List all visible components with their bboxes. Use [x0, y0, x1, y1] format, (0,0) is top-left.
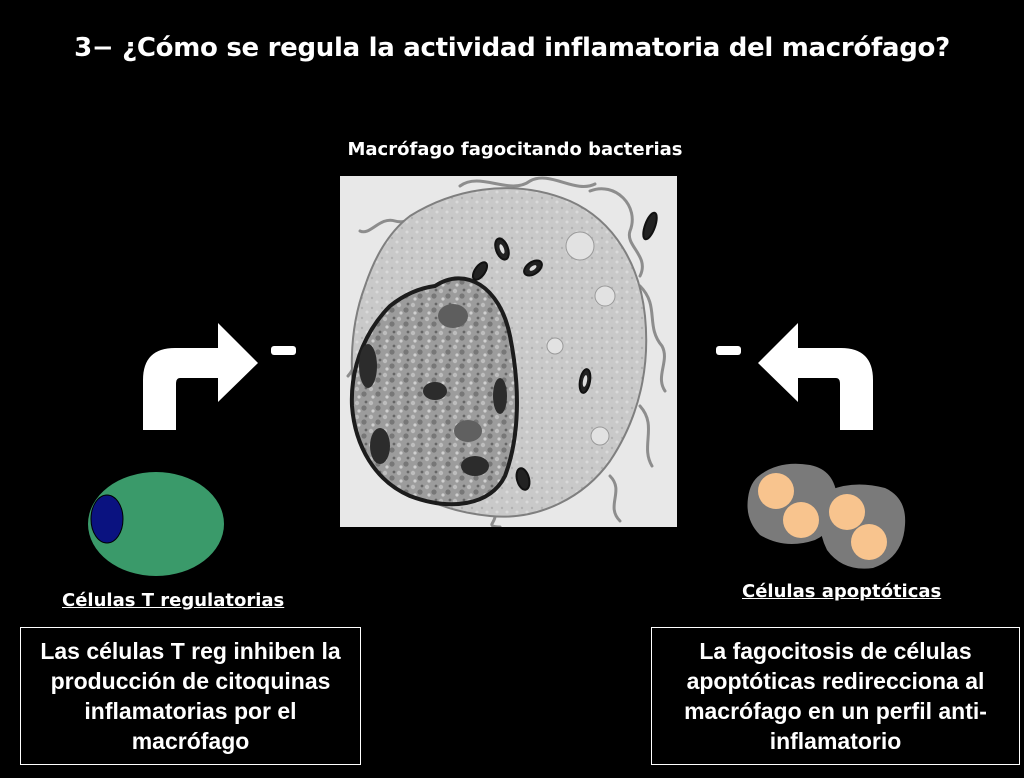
t-regulatory-description-box: Las células T reg inhiben la producción …	[20, 627, 361, 765]
slide-title: 3− ¿Cómo se regula la actividad inflamat…	[74, 33, 950, 63]
apoptotic-description-box: La fagocitosis de células apoptóticas re…	[651, 627, 1020, 765]
macrophage-micrograph	[340, 176, 677, 527]
right-inhibition-minus-icon	[716, 346, 741, 355]
left-inhibition-minus-icon	[271, 346, 296, 355]
apoptotic-cells-icon	[747, 463, 906, 569]
right-curved-arrow-icon	[758, 323, 873, 430]
t-regulatory-description-text: Las células T reg inhiben la producción …	[40, 638, 341, 754]
t-regulatory-cell-icon	[88, 472, 224, 576]
micrograph-caption: Macrófago fagocitando bacterias	[347, 139, 683, 160]
apoptotic-description-text: La fagocitosis de células apoptóticas re…	[684, 638, 987, 754]
left-curved-arrow-icon	[143, 323, 258, 430]
t-regulatory-cells-label: Células T regulatorias	[62, 590, 285, 611]
apoptotic-cells-label: Células apoptóticas	[742, 581, 942, 602]
